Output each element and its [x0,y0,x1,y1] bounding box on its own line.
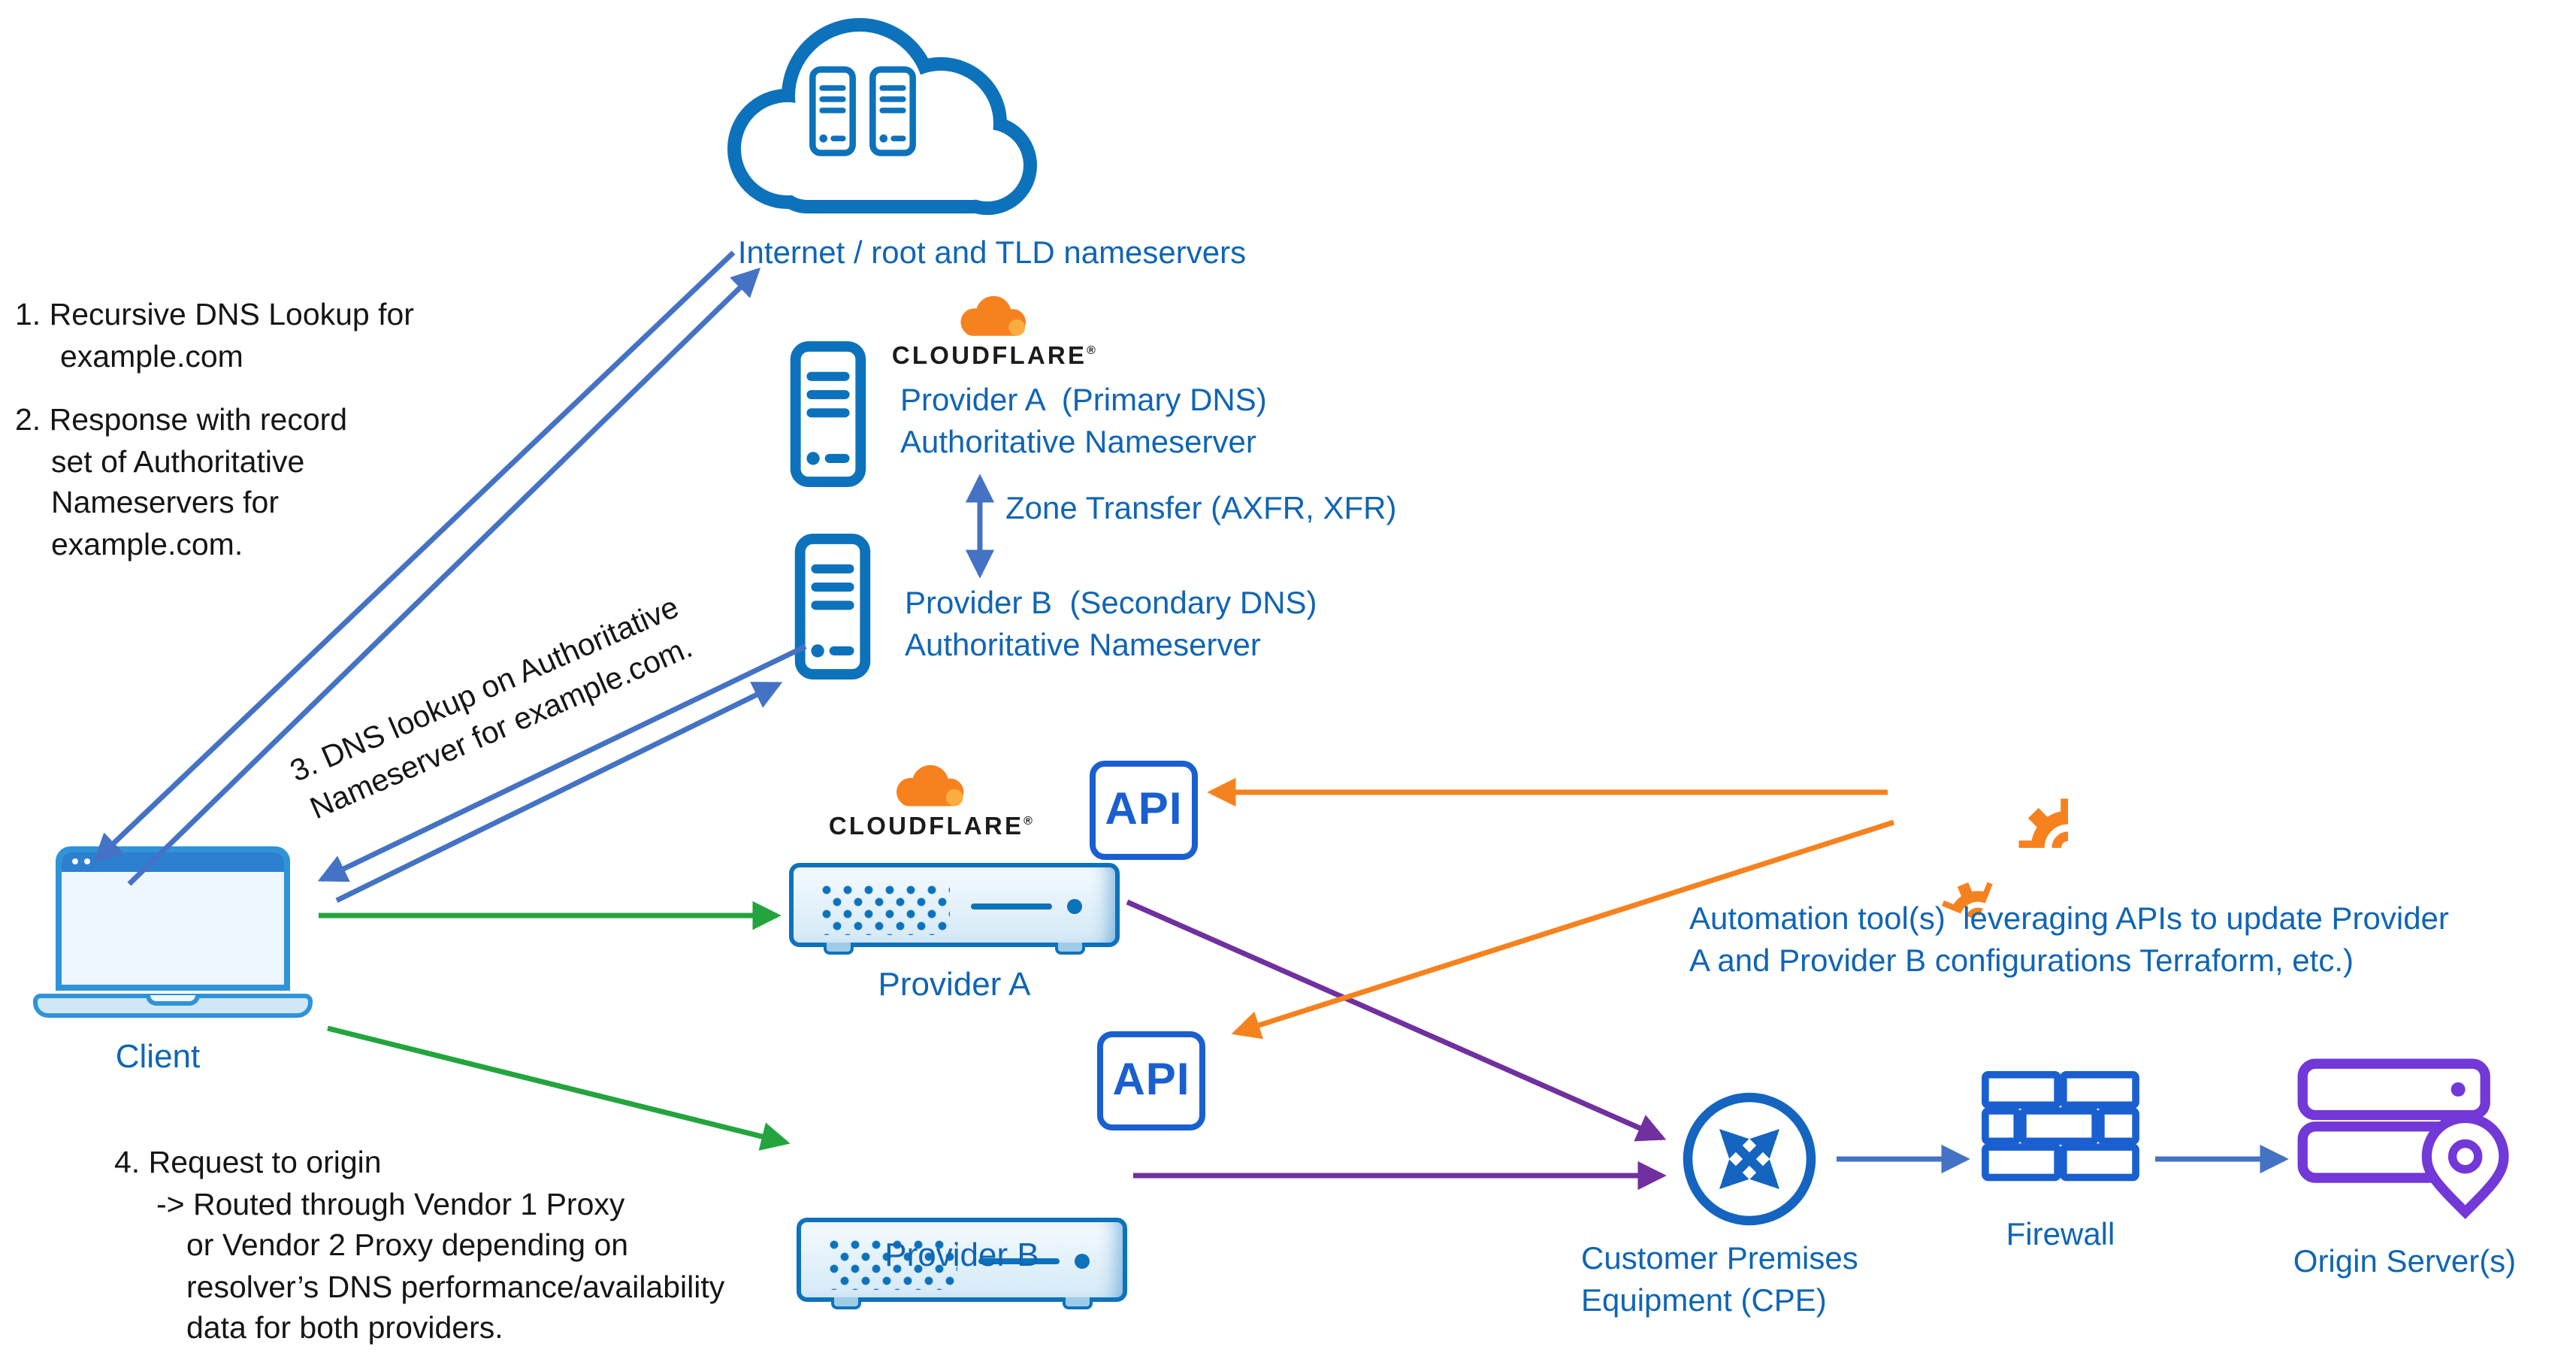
cpe-label-2: Equipment (CPE) [1581,1284,1827,1318]
cpe-label-1: Customer Premises [1581,1242,1858,1276]
client-label: Client [115,1037,201,1075]
step3-annotation: 3. DNS lookup on Authoritative Nameserve… [285,589,697,826]
arrow-provider-a-to-cpe [1126,899,1667,1142]
origin-label: Origin Server(s) [2293,1245,2517,1279]
firewall-icon [1982,1070,2139,1182]
cloudflare-logo-provider-a: CLOUDFLARE® [827,764,1037,842]
automation-label-2: A and Provider B configurations Terrafor… [1689,944,2354,979]
provider-a-ns-label-2: Authoritative Nameserver [900,425,1256,460]
provider-a-ns-label-1: Provider A (Primary DNS) [900,383,1267,418]
cloudflare-cloud-icon [896,764,964,807]
provider-a-nameserver-icon [789,341,867,487]
origin-servers-icon [2297,1058,2509,1220]
provider-b-label: Provider B [884,1236,1039,1273]
root-server-icon [812,70,852,153]
provider-a-api-badge: API [1090,761,1198,860]
cloudflare-wordmark: CLOUDFLARE® [891,343,1099,370]
cpe-router-icon [1683,1092,1816,1226]
provider-b-nameserver-icon [794,534,872,679]
provider-b-ns-label-1: Provider B (Secondary DNS) [905,586,1317,621]
internet-cloud-icon [727,18,1037,215]
internet-label: Internet / root and TLD nameservers [737,236,1247,271]
laptop-screen [56,846,290,991]
step4-annotation: 4. Request to origin -> Routed through V… [114,1146,725,1345]
location-pin-icon [2421,1112,2509,1220]
provider-b-appliance-icon [797,1218,1127,1309]
arrow-client-to-provider-b [327,1025,791,1151]
step2-annotation: 2. Response with record set of Authorita… [15,403,348,561]
appliance-vents [821,884,950,935]
provider-b-api-badge: API [1097,1031,1205,1130]
provider-b-ns-label-2: Authoritative Nameserver [905,628,1261,663]
client-laptop-icon [33,846,313,1021]
laptop-titlebar [62,852,284,872]
provider-a-appliance-icon [789,863,1120,955]
cloudflare-cloud-icon [960,295,1026,336]
cloudflare-wordmark: CLOUDFLARE® [828,813,1036,840]
zone-transfer-label: Zone Transfer (AXFR, XFR) [1005,492,1397,526]
tld-server-icon [872,70,912,153]
laptop-base [33,994,313,1018]
step1-annotation: 1. Recursive DNS Lookup for example.com [15,298,414,374]
firewall-label: Firewall [2006,1218,2115,1252]
appliance-vents [828,1239,957,1290]
provider-a-label: Provider A [878,965,1031,1003]
automation-label-1: Automation tool(s) leveraging APIs to up… [1689,902,2449,937]
cloudflare-logo-top: CLOUDFLARE® [890,295,1100,371]
